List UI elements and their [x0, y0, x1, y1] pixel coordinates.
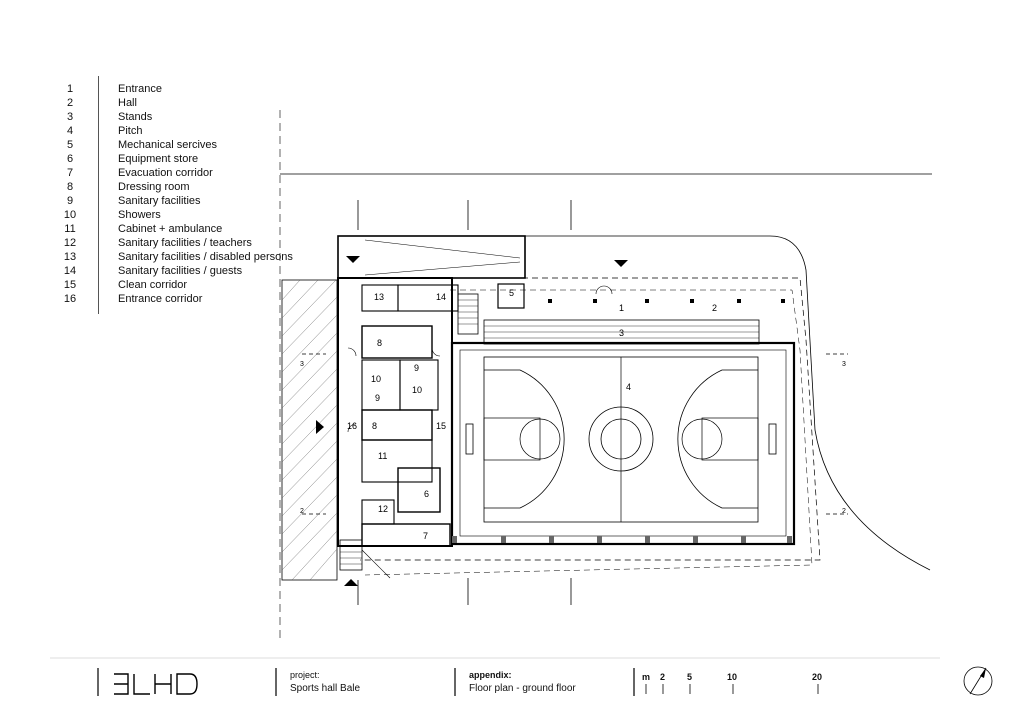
room-5: [497, 283, 525, 309]
appendix-label: appendix:: [469, 670, 512, 680]
legend-number: 9: [66, 195, 74, 207]
legend-label: Cabinet + ambulance: [118, 223, 223, 235]
plan-label-15: 15: [436, 421, 446, 431]
legend-label: Clean corridor: [118, 279, 188, 291]
legend-number: 5: [66, 139, 74, 151]
appendix-value: Floor plan - ground floor: [469, 683, 576, 694]
scale-tick-5: 5: [687, 672, 693, 682]
hall-columns: [548, 299, 785, 303]
legend-label: Pitch: [118, 125, 143, 137]
plan-label-8a: 8: [377, 338, 382, 348]
legend-label: Entrance corridor: [118, 293, 203, 305]
legend-number: 10: [63, 209, 77, 221]
plan-label-1: 1: [619, 303, 624, 313]
plan-label-12: 12: [378, 504, 388, 514]
scale-unit: m: [642, 672, 651, 682]
plan-label-5: 5: [509, 288, 514, 298]
plan-label-10b: 10: [412, 385, 422, 395]
entrance-arrow-bottom: [344, 579, 358, 586]
site-curve: [525, 235, 931, 571]
section-label-right-2: 2: [842, 508, 846, 515]
legend-number: 2: [66, 97, 74, 109]
room-8-top: [361, 325, 433, 359]
legend-label: Mechanical sercives: [118, 139, 218, 151]
plan-label-10a: 10: [371, 374, 381, 384]
legend-label: Sanitary facilities / teachers: [118, 237, 252, 249]
plan-label-3: 3: [619, 328, 624, 338]
north-arrow-icon: [963, 666, 993, 696]
legend-label: Dressing room: [118, 181, 190, 193]
entrance-arrow-left: [316, 420, 324, 434]
legend-label: Entrance: [118, 83, 163, 95]
legend-number: 15: [63, 279, 77, 291]
legend-label: Stands: [118, 111, 153, 123]
legend-number: 8: [66, 181, 74, 193]
plan-label-6: 6: [424, 489, 429, 499]
legend-number: 7: [66, 167, 74, 179]
terrain-hatch: [281, 279, 338, 581]
legend-label: Sanitary facilities: [118, 195, 201, 207]
scale-tick-20: 20: [812, 672, 823, 682]
terrain-block: [281, 279, 338, 581]
entrance-canopy: [337, 235, 526, 279]
project-label: project:: [290, 670, 320, 680]
legend-label: Sanitary facilities / guests: [118, 265, 243, 277]
plan-label-11: 11: [378, 451, 387, 461]
plan-label-9b: 9: [375, 393, 380, 403]
legend-label: Showers: [118, 209, 161, 221]
room-11: [361, 439, 433, 483]
plan-label-13: 13: [374, 292, 384, 302]
section-label-left-2: 2: [300, 508, 304, 515]
plan-label-14: 14: [436, 292, 446, 302]
entrance-arrow-top: [614, 260, 628, 267]
scale-tick-10: 10: [727, 672, 738, 682]
brand-logo: [114, 673, 198, 695]
section-label-left: 3: [300, 361, 304, 368]
plan-label-7: 7: [423, 531, 428, 541]
legend-number: 1: [66, 83, 74, 95]
scale-tick-2: 2: [660, 672, 666, 682]
legend-label: Sanitary facilities / disabled persons: [118, 251, 293, 263]
plan-label-8b: 8: [372, 421, 377, 431]
legend-number: 6: [66, 153, 74, 165]
three-point-left: [484, 369, 565, 509]
stair: [457, 293, 479, 335]
legend-divider: [98, 76, 99, 314]
scale-bar: [645, 684, 819, 694]
legend-label: Hall: [118, 97, 137, 109]
legend-number: 13: [63, 251, 77, 263]
center-circle: [588, 406, 654, 472]
room-7: [361, 523, 451, 547]
legend-number: 3: [66, 111, 74, 123]
roof-outline: [360, 277, 821, 561]
room-6: [397, 467, 441, 513]
plan-label-4: 4: [626, 382, 631, 392]
legend-number: 16: [63, 293, 77, 305]
plan-label-16: 16: [347, 421, 357, 431]
legend-number: 4: [66, 125, 74, 137]
three-point-right: [677, 369, 758, 509]
plan-label-2: 2: [712, 303, 717, 313]
service-wing: [337, 277, 453, 547]
sports-hall: [450, 341, 796, 546]
legend-number: 11: [64, 223, 76, 235]
room-14: [397, 284, 459, 312]
plan-label-9a: 9: [414, 363, 419, 373]
legend-label: Equipment store: [118, 153, 199, 165]
legend-number: 14: [63, 265, 77, 277]
legend-number: 12: [63, 237, 77, 249]
project-value: Sports hall Bale: [290, 683, 361, 694]
section-label-right: 3: [842, 361, 846, 368]
legend-label: Evacuation corridor: [118, 167, 213, 179]
